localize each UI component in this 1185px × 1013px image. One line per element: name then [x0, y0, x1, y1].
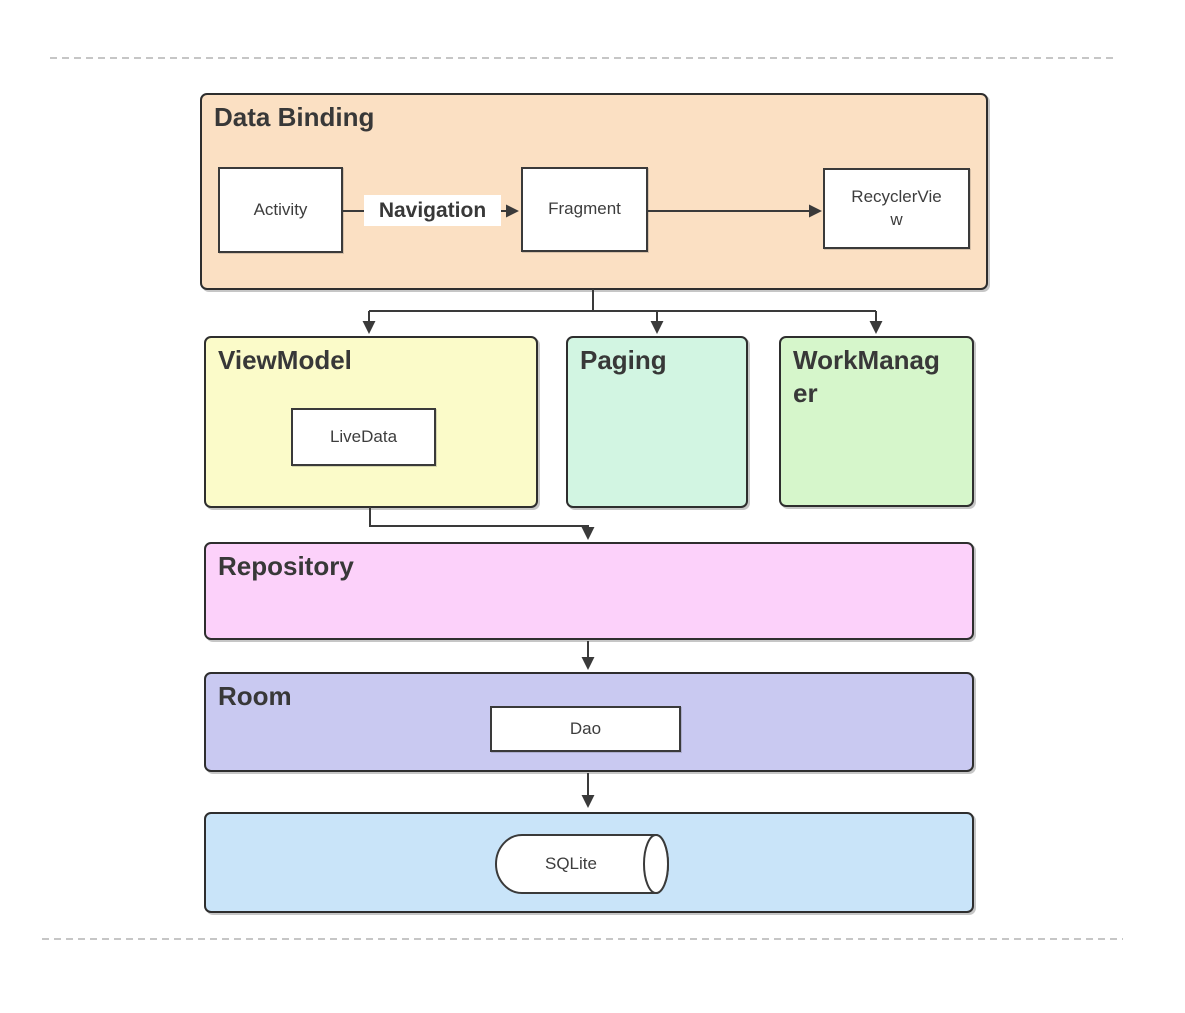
node-livedata: LiveData — [291, 408, 436, 466]
node-dao-label: Dao — [569, 718, 602, 738]
group-workmanager-title: WorkManager — [781, 338, 972, 409]
group-repository-title: Repository — [218, 551, 354, 581]
node-recyclerview-label: RecyclerView — [851, 187, 942, 229]
edge-viewmodel-repository — [369, 507, 595, 540]
group-data-binding-title: Data Binding — [214, 102, 375, 132]
group-room-title: Room — [218, 681, 292, 711]
node-fragment: Fragment — [521, 167, 648, 252]
node-sqlite-label: SQLite — [545, 854, 597, 873]
group-paging-title: Paging — [580, 345, 667, 375]
group-viewmodel-title: ViewModel — [218, 345, 352, 375]
group-workmanager: WorkManager — [779, 336, 974, 507]
edge-label-navigation: Navigation — [364, 195, 501, 226]
group-paging: Paging — [566, 336, 748, 508]
node-fragment-label: Fragment — [548, 199, 621, 219]
node-livedata-label: LiveData — [329, 426, 398, 446]
node-dao: Dao — [490, 706, 681, 752]
node-activity: Activity — [218, 167, 343, 253]
edge-databinding-trunk — [369, 289, 876, 312]
node-activity-label: Activity — [253, 199, 308, 219]
group-workmanager-title-text: WorkManager — [793, 345, 940, 408]
group-repository: Repository — [204, 542, 974, 640]
node-recyclerview: RecyclerView — [823, 168, 970, 249]
